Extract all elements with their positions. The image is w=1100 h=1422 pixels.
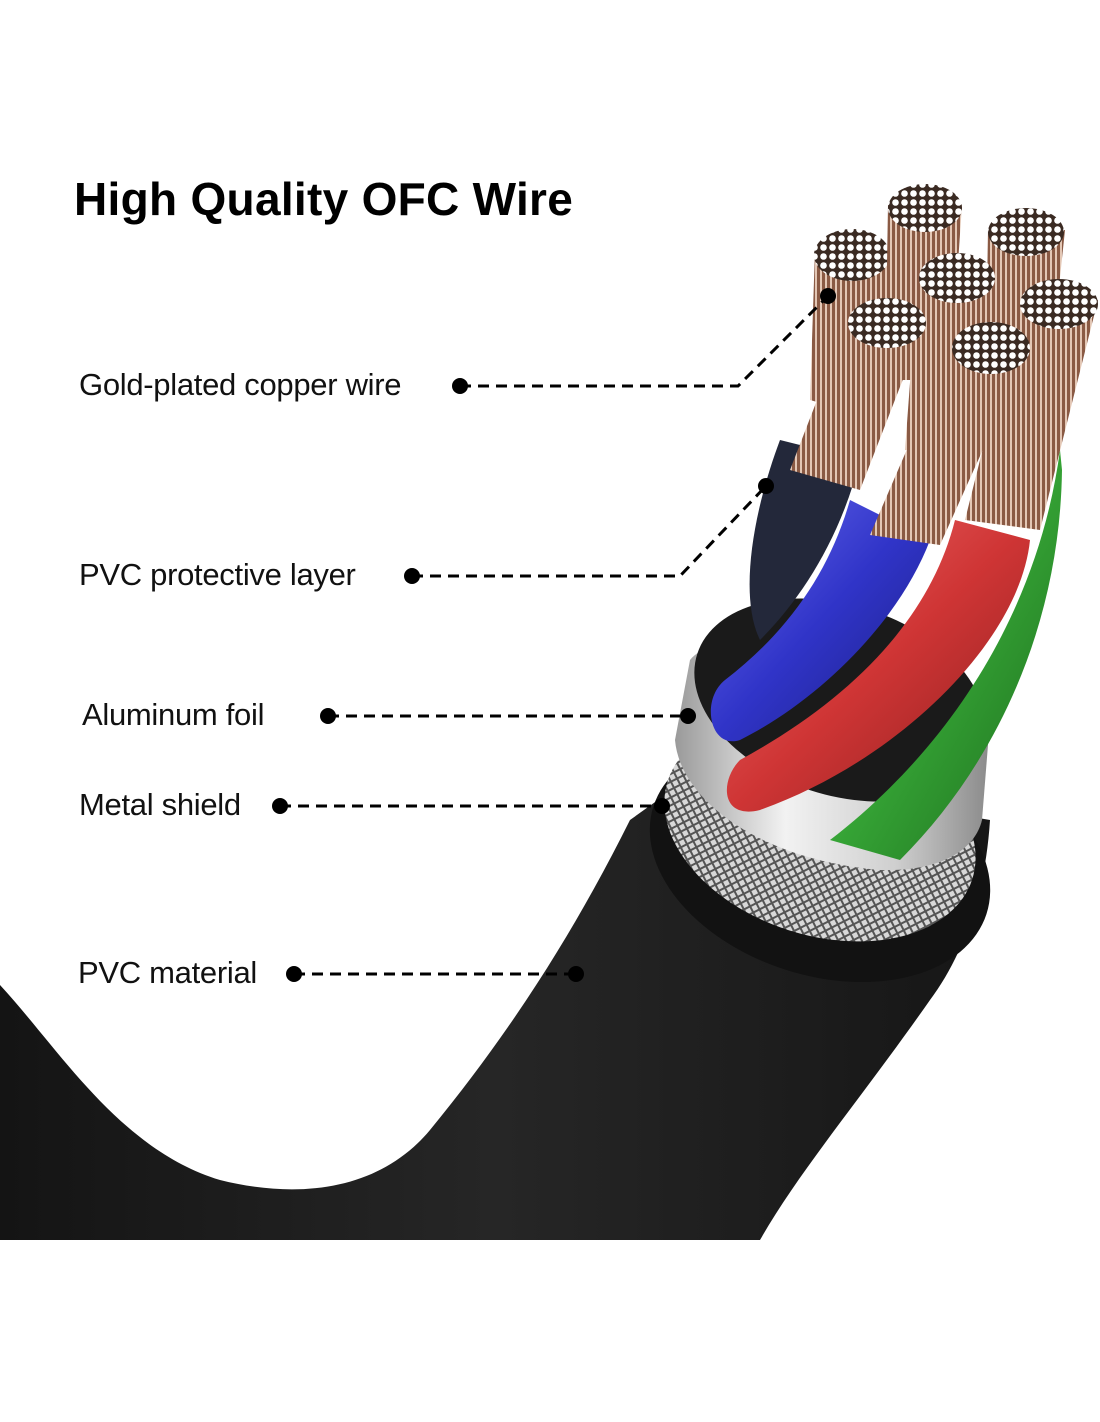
callout-dot bbox=[820, 288, 836, 304]
core-green bbox=[830, 450, 1062, 860]
callout-label-pvc-layer: PVC protective layer bbox=[79, 557, 356, 592]
strand-tip bbox=[988, 208, 1064, 256]
callout-dot bbox=[286, 966, 302, 982]
core-black bbox=[749, 440, 860, 640]
strand-bundle bbox=[965, 300, 1098, 530]
leader-line-copper bbox=[460, 294, 830, 388]
callout-label-jacket: PVC material bbox=[78, 955, 258, 990]
callout-dot bbox=[452, 378, 468, 394]
strand-tip bbox=[952, 322, 1030, 374]
callout-label-copper: Gold-plated copper wire bbox=[79, 367, 402, 402]
strand-tip bbox=[888, 184, 962, 232]
strand-tip bbox=[1020, 279, 1098, 329]
copper-strands bbox=[790, 184, 1098, 545]
core-blue bbox=[710, 500, 930, 742]
callout-dot bbox=[320, 708, 336, 724]
callout-dot bbox=[272, 798, 288, 814]
callout-dot bbox=[758, 478, 774, 494]
strand-tip bbox=[814, 229, 890, 281]
strand-bundle bbox=[790, 320, 926, 490]
strand-bundle bbox=[870, 345, 1030, 545]
callout-dot bbox=[404, 568, 420, 584]
infographic-title: High Quality OFC Wire bbox=[74, 173, 574, 225]
leader-line-pvc-layer bbox=[412, 484, 768, 578]
callout-dot bbox=[680, 708, 696, 724]
callout-label-foil: Aluminum foil bbox=[82, 697, 265, 732]
strand-tip bbox=[919, 253, 995, 303]
core-red bbox=[726, 520, 1030, 812]
callout-dot bbox=[654, 798, 670, 814]
callout-label-shield: Metal shield bbox=[79, 787, 241, 822]
callout-dot bbox=[568, 966, 584, 982]
strand-tip bbox=[848, 298, 926, 348]
